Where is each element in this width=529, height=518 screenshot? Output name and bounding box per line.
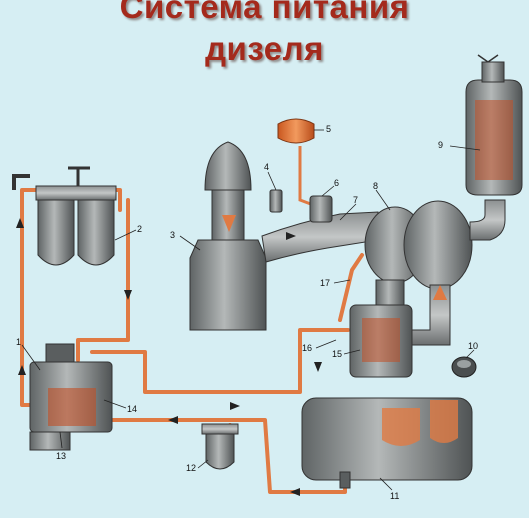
callout-5: 5 xyxy=(326,124,331,134)
filter-bowl-right xyxy=(77,199,115,266)
flow-arrow-down xyxy=(124,290,132,300)
filter-vent-pipe xyxy=(68,166,90,186)
leader-line-4 xyxy=(267,171,277,191)
flow-arrow-return xyxy=(290,488,300,496)
air-intake-arrow xyxy=(222,215,236,232)
title-line-2: дизеля xyxy=(205,30,324,67)
tank-cap-10 xyxy=(451,356,477,378)
leader-line-11 xyxy=(379,477,393,491)
leader-line-13 xyxy=(59,431,63,449)
muffler-top xyxy=(481,61,505,83)
callout-1: 1 xyxy=(16,337,21,347)
leader-line-8 xyxy=(375,189,391,211)
filter-head xyxy=(35,185,117,201)
pump-injector-outlets xyxy=(45,343,75,363)
leader-line-7 xyxy=(339,203,357,221)
callout-4: 4 xyxy=(264,162,269,172)
callout-2: 2 xyxy=(137,224,142,234)
fuel-line-injector xyxy=(338,253,364,322)
pump-cutaway xyxy=(48,388,96,426)
callout-11: 11 xyxy=(390,491,399,501)
callout-labels: 1 2 3 4 5 6 7 8 9 10 11 12 13 14 15 16 1… xyxy=(16,124,478,501)
leader-line-16 xyxy=(315,339,337,349)
leader-line-15 xyxy=(343,349,361,355)
muffler-exit-arrow xyxy=(477,54,499,63)
sediment-body xyxy=(269,189,283,213)
flow-arrow-down-16 xyxy=(314,362,322,372)
air-cleaner-3 xyxy=(189,141,267,331)
flow-arrow-up xyxy=(18,365,26,375)
fine-filter-head xyxy=(201,423,239,435)
flow-arrow-left xyxy=(168,416,178,424)
tank-filler-cutaway xyxy=(430,400,458,443)
leader-line-1 xyxy=(21,344,41,371)
callout-16: 16 xyxy=(302,343,312,353)
starter-tank-body xyxy=(277,118,315,144)
starter-tank-5 xyxy=(277,118,317,208)
air-cleaner-cap xyxy=(204,141,252,191)
muffler-inner xyxy=(475,100,513,180)
fine-filter-12 xyxy=(201,423,239,470)
fuel-line-pump-to-tank xyxy=(90,328,350,394)
callout-10: 10 xyxy=(468,341,478,351)
leader-lines xyxy=(21,129,481,491)
callout-9: 9 xyxy=(438,140,443,150)
carburetor-6 xyxy=(309,195,333,223)
leader-line-10 xyxy=(465,349,475,359)
leader-line-9 xyxy=(449,145,481,151)
leader-line-12 xyxy=(197,459,209,469)
air-cleaner-body xyxy=(189,239,267,331)
leader-line-14 xyxy=(103,399,127,409)
injection-pump-1 xyxy=(29,343,113,451)
starter-cutaway xyxy=(362,318,400,362)
cap-top xyxy=(457,360,471,368)
callout-17: 17 xyxy=(320,278,330,288)
callout-12: 12 xyxy=(186,463,196,473)
callout-15: 15 xyxy=(332,349,342,359)
flow-arrow-intake xyxy=(286,232,296,240)
turbocharger-8 xyxy=(364,200,473,321)
callout-6: 6 xyxy=(334,178,339,188)
pump-side-plate xyxy=(29,431,71,451)
tank-fuel-cutaway xyxy=(382,408,420,446)
starting-engine-15 xyxy=(349,304,413,378)
title-line-1: Система питания xyxy=(119,0,410,25)
fine-filter-bowl xyxy=(205,433,235,470)
flow-arrows xyxy=(16,218,322,496)
filter-sediment-4 xyxy=(269,189,283,213)
filter-hook-pipe xyxy=(12,174,30,190)
diagram-title: Система питания дизеля xyxy=(0,0,529,70)
callout-14: 14 xyxy=(127,404,137,414)
callout-7: 7 xyxy=(353,195,358,205)
fuel-line-coarse-to-fine xyxy=(76,198,130,362)
compressor-right xyxy=(403,200,473,290)
fuel-tank-11 xyxy=(301,397,473,489)
leader-line-6 xyxy=(321,185,335,197)
fuel-filters-2 xyxy=(12,166,117,266)
leader-line-17 xyxy=(333,279,351,284)
leader-line-3 xyxy=(179,235,201,251)
fuel-line-filter-loop xyxy=(20,188,122,407)
filter-bowl-left xyxy=(37,199,75,266)
muffler-9 xyxy=(465,54,523,196)
tank-drain xyxy=(339,471,351,489)
callout-8: 8 xyxy=(373,181,378,191)
leader-line-2 xyxy=(114,229,137,241)
callout-3: 3 xyxy=(170,230,175,240)
exhaust-pipe xyxy=(469,199,506,241)
flow-arrow-right xyxy=(230,402,240,410)
carburetor-body xyxy=(309,195,333,223)
flow-arrow-up-left xyxy=(16,218,24,228)
exhaust-up-arrow xyxy=(433,285,447,300)
callout-13: 13 xyxy=(56,451,66,461)
